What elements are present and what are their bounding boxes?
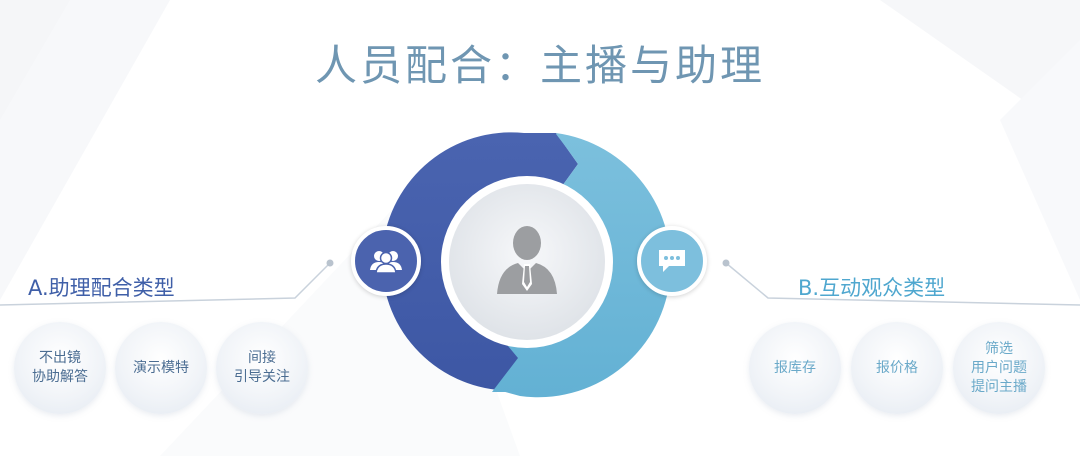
left-type-bubble: 间接 引导关注 [216, 322, 308, 414]
left-icon-circle [351, 226, 421, 296]
left-heading: A.助理配合类型 [28, 276, 175, 300]
bubble-label: 报价格 [876, 359, 918, 376]
left-type-bubble: 不出镜 协助解答 [14, 322, 106, 414]
right-type-bubble: 筛选 用户问题 提问主播 [953, 322, 1045, 414]
bubble-label: 演示模特 [133, 359, 189, 376]
right-connector-line [725, 262, 1080, 306]
group-users-icon [370, 251, 402, 274]
ring-segment-right-body [492, 134, 670, 393]
bubble-label: 间接 引导关注 [234, 350, 290, 385]
right-icon-circle [637, 226, 707, 296]
person-in-suit-icon [497, 226, 557, 294]
left-connector-line [0, 262, 331, 306]
left-type-bubble: 演示模特 [115, 322, 207, 414]
bubble-label: 不出镜 协助解答 [32, 350, 88, 385]
right-type-bubble: 报价格 [851, 322, 943, 414]
bubble-label: 报库存 [774, 359, 816, 376]
page-title: 人员配合：主播与助理 [314, 41, 765, 90]
right-type-bubble: 报库存 [749, 322, 841, 414]
bubble-label: 筛选 用户问题 提问主播 [971, 340, 1027, 395]
chat-bubble-icon [659, 250, 685, 272]
right-heading: B.互动观众类型 [798, 276, 946, 300]
